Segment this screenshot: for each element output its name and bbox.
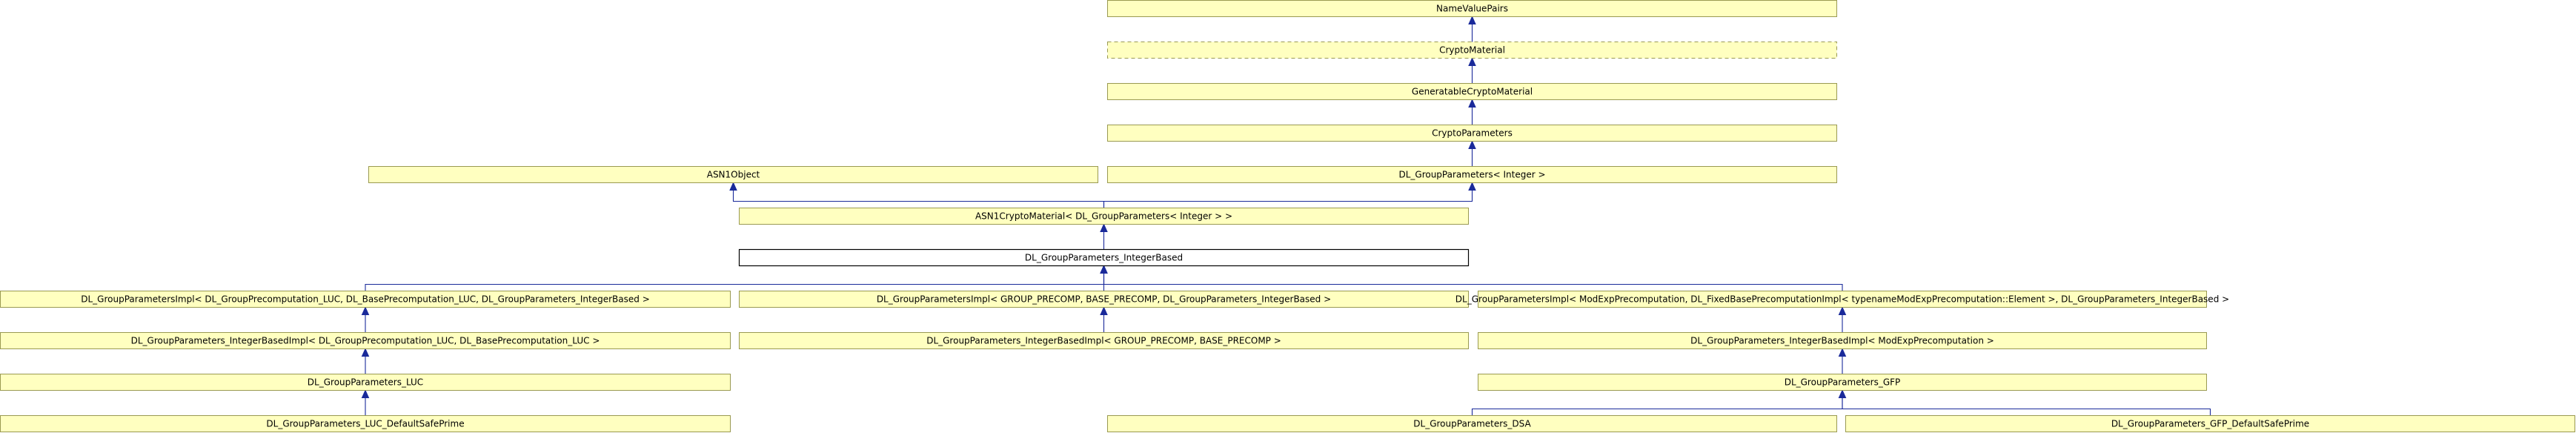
class-box[interactable] <box>1478 374 2207 391</box>
class-label: DL_GroupParameters_IntegerBasedImpl< GRO… <box>926 336 1281 346</box>
class-box[interactable] <box>0 291 731 308</box>
inheritance-arrowhead <box>1838 306 1847 315</box>
class-box[interactable] <box>1107 415 1837 432</box>
class-label: DL_GroupParametersImpl< DL_GroupPrecompu… <box>81 294 650 305</box>
class-label: DL_GroupParametersImpl< GROUP_PRECOMP, B… <box>877 294 1331 305</box>
inheritance-edge-impl-modexp-to-dl-groupparameters-integerbased <box>1103 273 1843 291</box>
class-label: ASN1Object <box>707 170 760 180</box>
inheritance-arrowhead <box>1838 389 1847 398</box>
inheritance-arrowhead <box>1100 223 1108 232</box>
class-label: DL_GroupParameters_IntegerBasedImpl< DL_… <box>131 336 600 346</box>
class-node-dl-groupparameters-gfp[interactable]: DL_GroupParameters_GFP <box>1478 374 2207 391</box>
class-box[interactable] <box>0 332 731 349</box>
inheritance-arrowhead <box>1100 306 1108 315</box>
inheritance-edge-impl-luc-to-dl-groupparameters-integerbased <box>365 273 1105 291</box>
class-label: DL_GroupParameters_GFP_DefaultSafePrime <box>2111 419 2309 429</box>
inheritance-arrowhead <box>1838 348 1847 357</box>
class-node-intbasedimpl-group-precomp[interactable]: DL_GroupParameters_IntegerBasedImpl< GRO… <box>739 332 1469 349</box>
class-label: DL_GroupParameters_LUC <box>308 377 423 388</box>
inheritance-arrowhead <box>361 348 370 357</box>
class-label: DL_GroupParameters< Integer > <box>1398 170 1545 180</box>
class-label: DL_GroupParameters_LUC_DefaultSafePrime <box>266 419 464 429</box>
class-node-dl-groupparameters-gfp-defaultsafeprime[interactable]: DL_GroupParameters_GFP_DefaultSafePrime <box>1845 415 2575 432</box>
class-box[interactable] <box>1107 125 1837 142</box>
class-box[interactable] <box>1478 332 2207 349</box>
class-box[interactable] <box>739 208 1469 225</box>
class-node-dl-groupparameters-luc[interactable]: DL_GroupParameters_LUC <box>0 374 731 391</box>
class-node-dl-groupparameters-integer[interactable]: DL_GroupParameters< Integer > <box>1107 166 1837 183</box>
class-node-dl-groupparameters-luc-defaultsafeprime[interactable]: DL_GroupParameters_LUC_DefaultSafePrime <box>0 415 731 432</box>
class-label: DL_GroupParametersImpl< ModExpPrecomputa… <box>1455 294 2229 305</box>
inheritance-arrowhead <box>1468 140 1476 149</box>
inheritance-edge-dl-groupparameters-gfp-defaultsafeprime-to-dl-groupparameters-gfp <box>1842 397 2211 416</box>
class-box[interactable] <box>1107 166 1837 183</box>
class-box[interactable] <box>1107 0 1837 17</box>
class-node-impl-luc[interactable]: DL_GroupParametersImpl< DL_GroupPrecompu… <box>0 291 731 308</box>
class-box[interactable] <box>739 332 1469 349</box>
class-box[interactable] <box>1107 83 1837 100</box>
inheritance-edge-asn1cryptomaterial-to-asn1object <box>732 190 1105 208</box>
class-label: CryptoParameters <box>1432 128 1513 139</box>
class-label: DL_GroupParameters_DSA <box>1413 419 1531 429</box>
inheritance-edge-asn1cryptomaterial-to-dl-groupparameters-integer <box>1103 190 1473 208</box>
class-node-dl-groupparameters-integerbased[interactable]: DL_GroupParameters_IntegerBased <box>738 248 1470 267</box>
class-label: ASN1CryptoMaterial< DL_GroupParameters< … <box>975 211 1232 222</box>
class-node-asn1object[interactable]: ASN1Object <box>368 166 1098 183</box>
inheritance-arrowhead <box>1468 16 1476 24</box>
class-label: GeneratableCryptoMaterial <box>1412 87 1533 97</box>
class-box[interactable] <box>368 166 1098 183</box>
class-node-intbasedimpl-luc[interactable]: DL_GroupParameters_IntegerBasedImpl< DL_… <box>0 332 731 349</box>
class-node-namevaluepairs[interactable]: NameValuePairs <box>1107 0 1837 17</box>
class-box[interactable] <box>1478 291 2207 308</box>
class-node-asn1cryptomaterial[interactable]: ASN1CryptoMaterial< DL_GroupParameters< … <box>739 208 1469 225</box>
class-box[interactable] <box>1845 415 2575 432</box>
class-label: DL_GroupParameters_IntegerBasedImpl< Mod… <box>1690 336 1994 346</box>
inheritance-arrowhead <box>729 182 737 191</box>
inheritance-arrowhead <box>1468 99 1476 108</box>
inheritance-arrowhead <box>1468 182 1476 191</box>
class-box[interactable] <box>738 248 1470 267</box>
class-node-generatablecryptomaterial[interactable]: GeneratableCryptoMaterial <box>1107 83 1837 100</box>
inheritance-arrowhead <box>361 389 370 398</box>
class-node-intbasedimpl-modexp[interactable]: DL_GroupParameters_IntegerBasedImpl< Mod… <box>1478 332 2207 349</box>
inheritance-edges <box>361 16 2211 416</box>
class-box[interactable] <box>0 415 731 432</box>
class-label: NameValuePairs <box>1436 4 1508 14</box>
class-label: DL_GroupParameters_GFP <box>1785 377 1901 388</box>
class-label: CryptoMaterial <box>1439 45 1505 56</box>
class-node-impl-modexp[interactable]: DL_GroupParametersImpl< ModExpPrecomputa… <box>1455 291 2229 308</box>
inheritance-arrowhead <box>1468 57 1476 66</box>
class-box[interactable] <box>0 374 731 391</box>
inheritance-arrowhead <box>1100 265 1108 274</box>
inheritance-arrowhead <box>361 306 370 315</box>
class-node-impl-group-precomp[interactable]: DL_GroupParametersImpl< GROUP_PRECOMP, B… <box>739 291 1469 308</box>
class-box[interactable] <box>739 291 1469 308</box>
class-node-cryptomaterial[interactable]: CryptoMaterial <box>1107 42 1837 59</box>
class-node-cryptoparameters[interactable]: CryptoParameters <box>1107 125 1837 142</box>
class-node-dl-groupparameters-dsa[interactable]: DL_GroupParameters_DSA <box>1107 415 1837 432</box>
inheritance-edge-dl-groupparameters-dsa-to-dl-groupparameters-gfp <box>1471 397 1843 416</box>
class-label: DL_GroupParameters_IntegerBased <box>1025 253 1183 263</box>
class-box[interactable] <box>1107 42 1837 59</box>
